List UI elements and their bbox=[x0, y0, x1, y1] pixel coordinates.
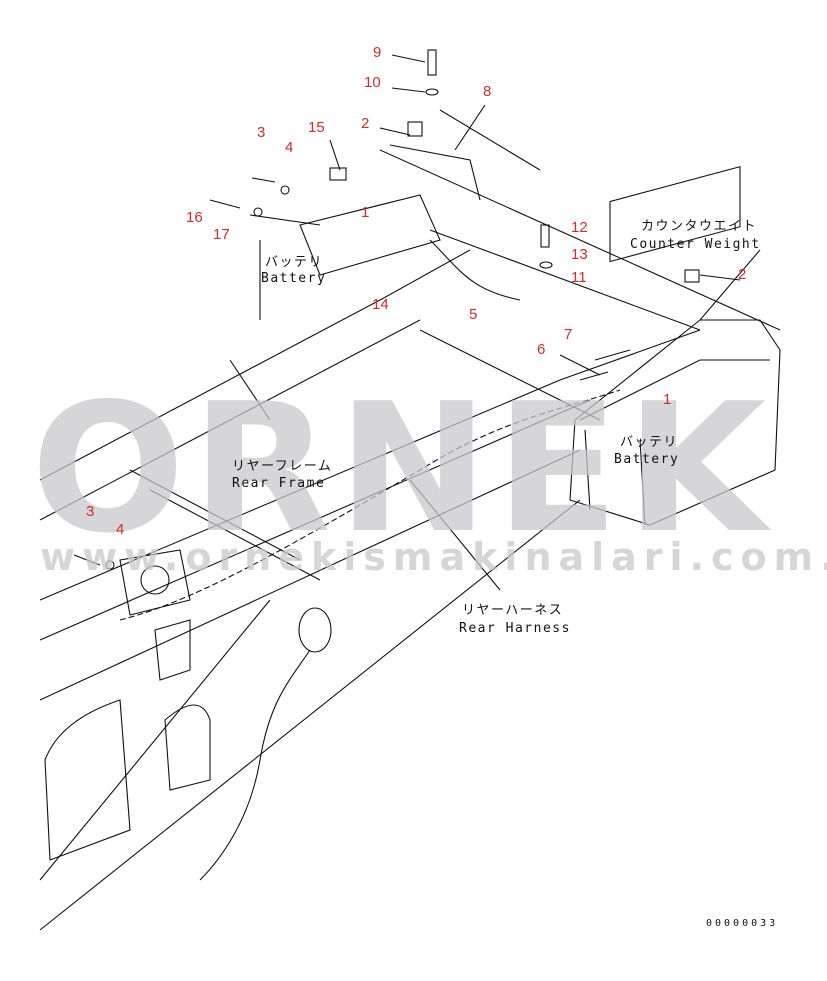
rear-harness-label-jp: リヤーハーネス bbox=[462, 603, 564, 618]
battery-left-label-jp: バッテリ bbox=[265, 255, 324, 270]
callout-2[interactable]: 2 bbox=[361, 115, 370, 132]
callout-4[interactable]: 4 bbox=[285, 139, 294, 156]
callout-8[interactable]: 8 bbox=[483, 83, 492, 100]
watermark-url: www.ornekismakinalari.com.tr bbox=[40, 535, 827, 579]
rear-harness-label-en: Rear Harness bbox=[459, 621, 571, 636]
callout-3[interactable]: 3 bbox=[257, 124, 266, 141]
callout-9[interactable]: 9 bbox=[373, 44, 382, 61]
callout-17[interactable]: 17 bbox=[213, 226, 230, 243]
counterweight-label-jp: カウンタウエイト bbox=[641, 219, 758, 234]
battery-left-label-en: Battery bbox=[261, 271, 327, 286]
drawing-id: 00000033 bbox=[706, 918, 779, 929]
callout-15[interactable]: 15 bbox=[308, 119, 325, 136]
callout-1[interactable]: 1 bbox=[361, 204, 370, 221]
watermark-logo: ORNEK bbox=[30, 365, 773, 572]
callout-3-lower[interactable]: 3 bbox=[86, 503, 95, 520]
callout-11[interactable]: 11 bbox=[571, 269, 587, 286]
callout-16[interactable]: 16 bbox=[186, 209, 203, 226]
callout-5[interactable]: 5 bbox=[469, 306, 478, 323]
rear-frame-label-jp: リヤーフレーム bbox=[232, 459, 333, 474]
battery-right-label-jp: バッテリ bbox=[620, 435, 679, 450]
callout-1-right[interactable]: 1 bbox=[663, 391, 672, 408]
battery-right-label-en: Battery bbox=[614, 452, 680, 467]
callout-7[interactable]: 7 bbox=[564, 326, 573, 343]
callout-12[interactable]: 12 bbox=[571, 219, 588, 236]
rear-frame-label-en: Rear Frame bbox=[232, 476, 326, 491]
callout-14[interactable]: 14 bbox=[372, 296, 389, 313]
callout-2-right[interactable]: 2 bbox=[738, 266, 747, 283]
callout-6[interactable]: 6 bbox=[537, 341, 546, 358]
counterweight-label-en: Counter Weight bbox=[630, 237, 761, 252]
callout-13[interactable]: 13 bbox=[571, 246, 588, 263]
callout-4-lower[interactable]: 4 bbox=[116, 521, 125, 538]
callout-10[interactable]: 10 bbox=[364, 74, 381, 91]
